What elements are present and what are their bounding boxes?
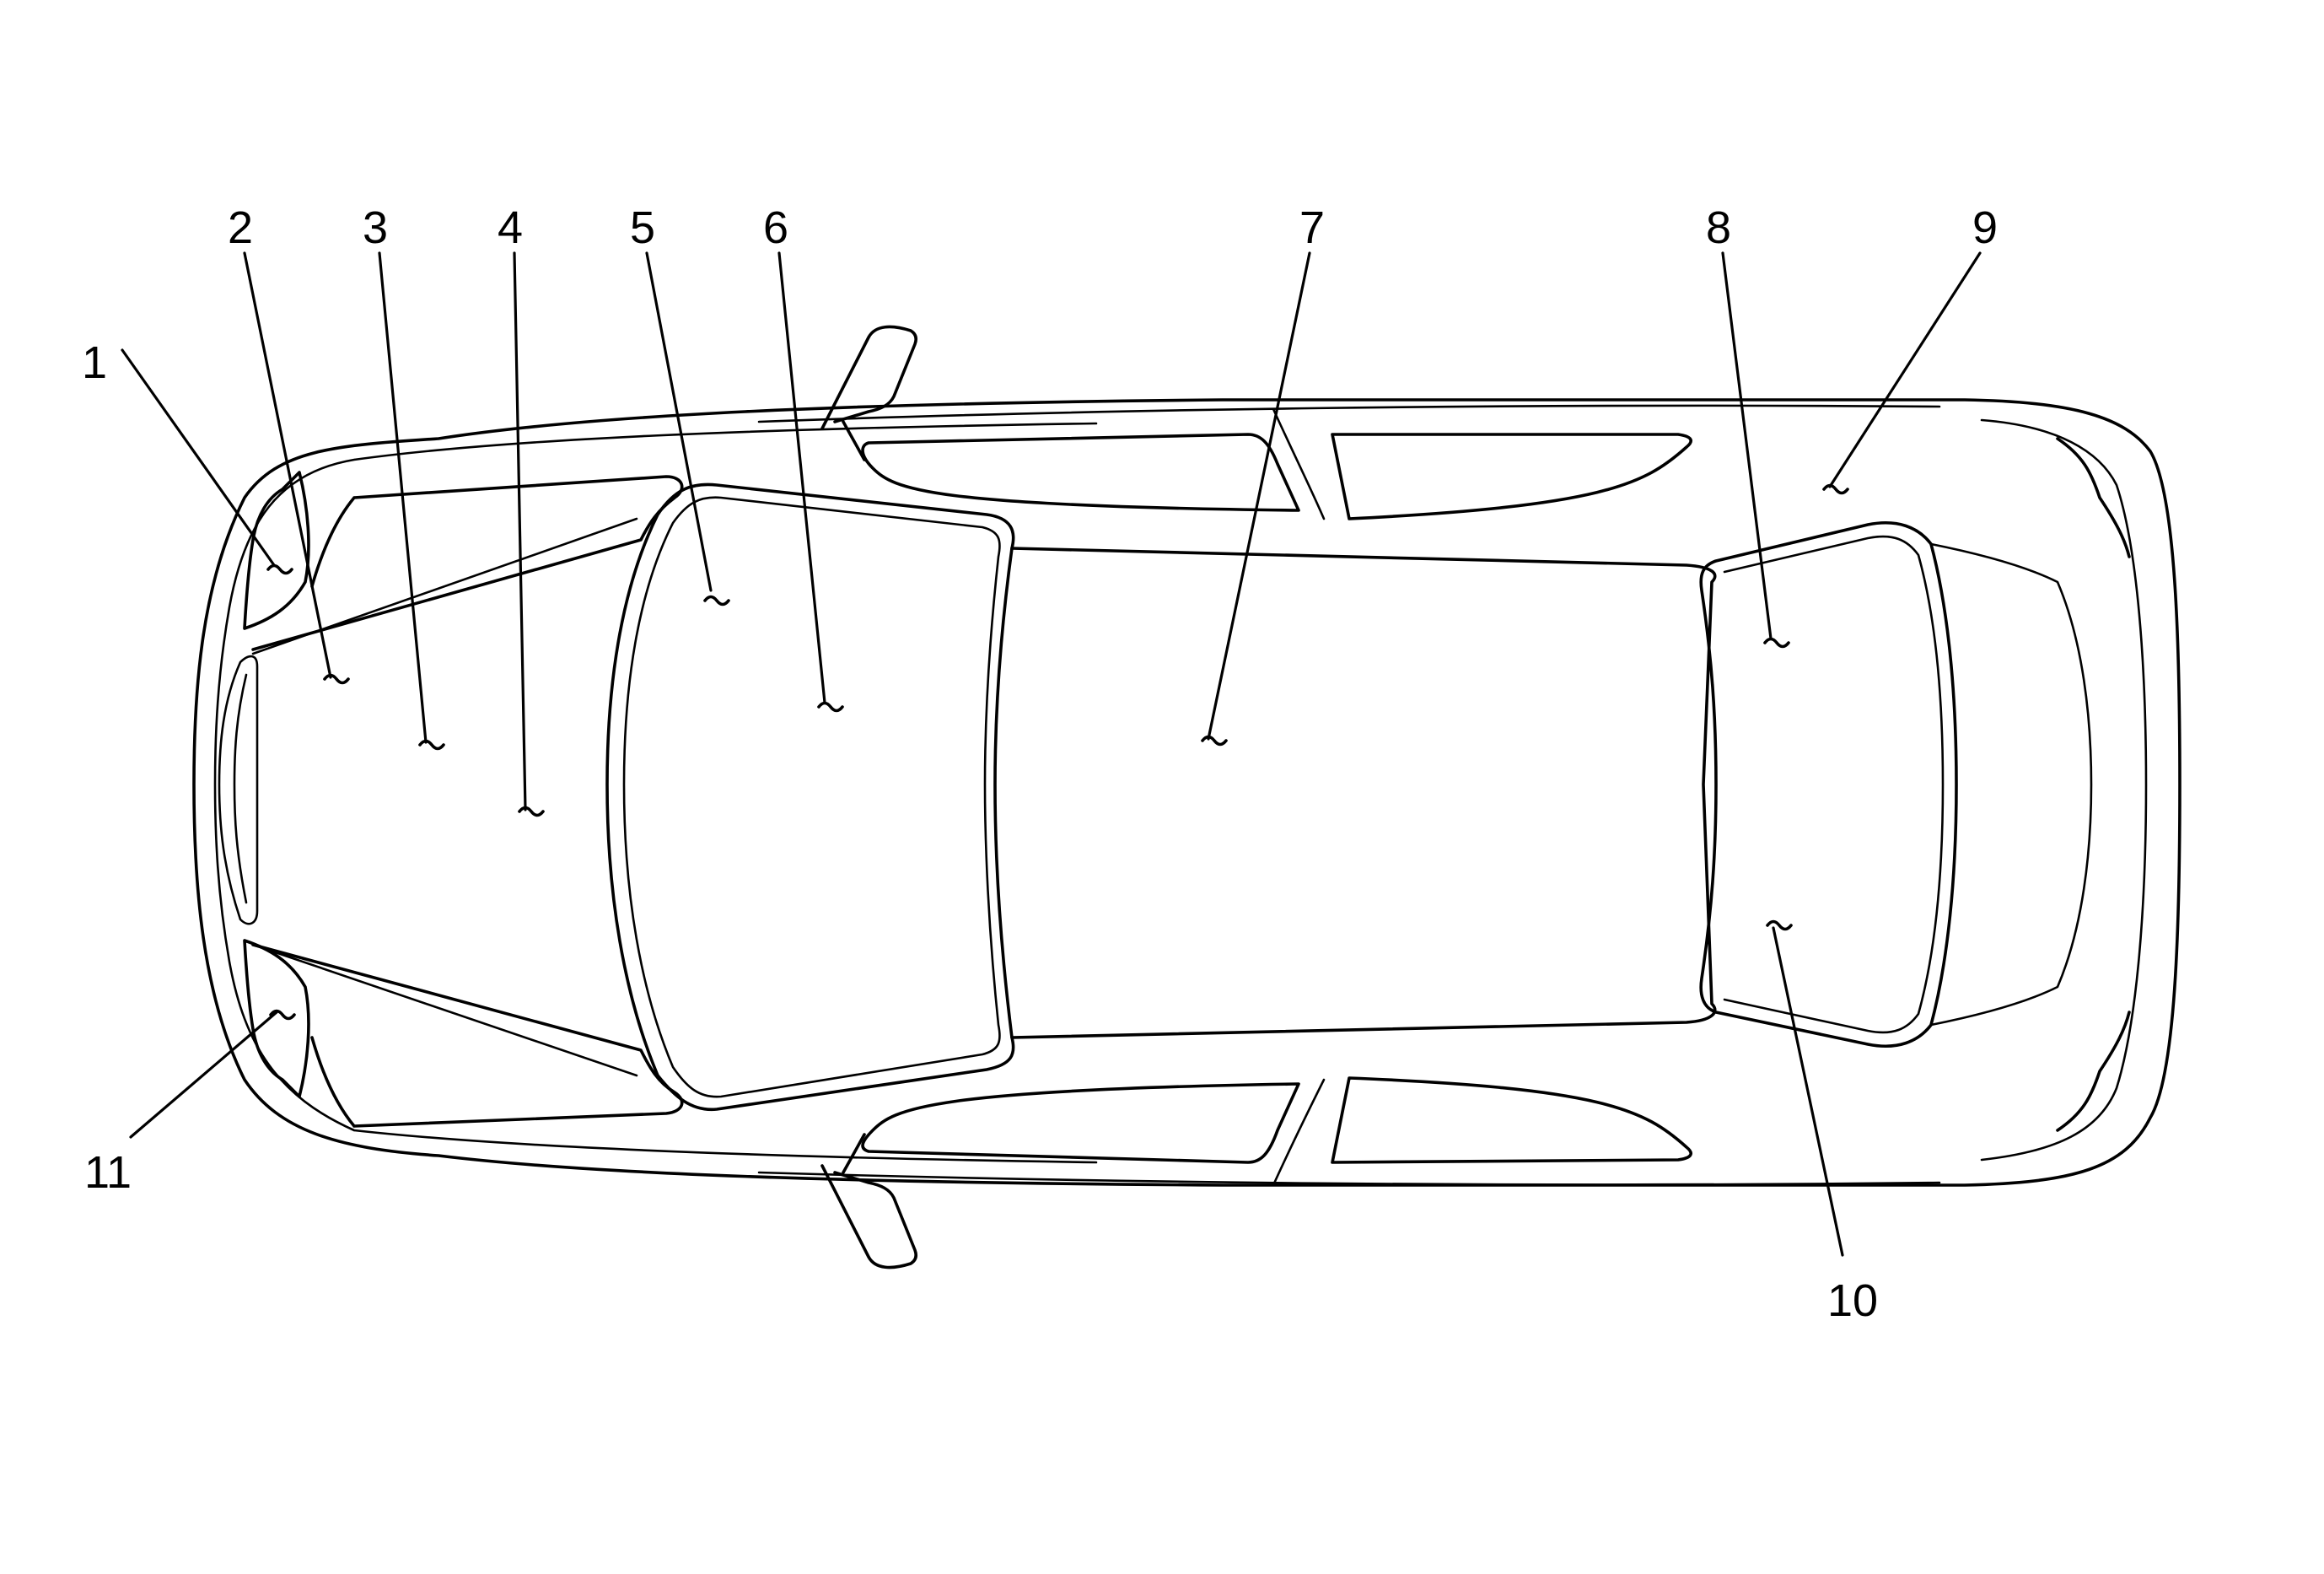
marker-2-icon xyxy=(323,673,350,685)
callout-11: 11 xyxy=(84,1147,132,1198)
left-rear-side-window xyxy=(1331,433,1692,520)
leader-10 xyxy=(1772,926,1844,1257)
callout-numbers: 1 2 3 4 5 6 7 8 9 10 11 xyxy=(82,202,1998,1326)
front-grille xyxy=(218,655,259,925)
leader-7 xyxy=(1207,251,1311,741)
right-headlamp xyxy=(243,939,310,1098)
rear-window-inner xyxy=(1723,535,1945,1034)
leader-6 xyxy=(777,251,826,704)
callout-9: 9 xyxy=(1972,202,1998,253)
windshield xyxy=(605,482,1015,1112)
right-sill xyxy=(757,1171,1941,1186)
right-door-line xyxy=(1272,1078,1326,1187)
callout-4: 4 xyxy=(498,202,523,253)
rear-bumper xyxy=(2056,437,2131,1132)
left-sill xyxy=(757,404,1941,423)
front-grille-inner xyxy=(233,673,248,904)
body-inner-outline xyxy=(213,418,2148,1164)
trunk-lid xyxy=(1929,542,2093,1027)
windshield-inner xyxy=(622,496,1001,1098)
leader-1 xyxy=(121,348,276,567)
callout-1: 1 xyxy=(82,337,107,388)
marker-4-icon xyxy=(518,806,545,817)
marker-1-icon xyxy=(266,563,293,575)
callout-10: 10 xyxy=(1827,1275,1878,1326)
callout-2: 2 xyxy=(228,202,253,253)
right-front-side-window xyxy=(861,1082,1300,1164)
marker-8-icon xyxy=(1763,637,1790,649)
left-headlamp xyxy=(243,471,310,630)
leader-9 xyxy=(1828,251,1982,488)
leader-8 xyxy=(1721,251,1773,640)
area-markers xyxy=(266,483,1849,1021)
marker-7-icon xyxy=(1201,735,1228,747)
right-side-mirror xyxy=(820,1133,917,1269)
left-front-side-window xyxy=(861,433,1300,512)
hood xyxy=(251,475,684,1128)
marker-3-icon xyxy=(418,739,445,751)
rear-window xyxy=(1699,520,1958,1048)
leader-11 xyxy=(129,1011,278,1139)
marker-10-icon xyxy=(1766,919,1793,931)
marker-5-icon xyxy=(703,595,730,606)
marker-11-icon xyxy=(269,1009,296,1021)
callout-6: 6 xyxy=(763,202,788,253)
leader-5 xyxy=(645,251,713,592)
left-side-mirror xyxy=(820,325,917,461)
leader-lines xyxy=(121,251,1982,1257)
car-body xyxy=(192,325,2181,1269)
hood-crease-right xyxy=(251,943,638,1077)
callout-5: 5 xyxy=(630,202,655,253)
right-rear-side-window xyxy=(1331,1076,1692,1164)
callout-7: 7 xyxy=(1299,202,1325,253)
leader-2 xyxy=(243,251,332,679)
left-door-line xyxy=(1272,407,1326,520)
leader-3 xyxy=(378,251,428,744)
callout-8: 8 xyxy=(1706,202,1731,253)
callout-3: 3 xyxy=(363,202,388,253)
hood-crease-left xyxy=(251,517,638,655)
leader-4 xyxy=(513,251,527,811)
marker-6-icon xyxy=(817,701,844,713)
body-outer-outline xyxy=(192,398,2181,1187)
marker-9-icon xyxy=(1822,483,1849,495)
roof xyxy=(1010,547,1717,1039)
